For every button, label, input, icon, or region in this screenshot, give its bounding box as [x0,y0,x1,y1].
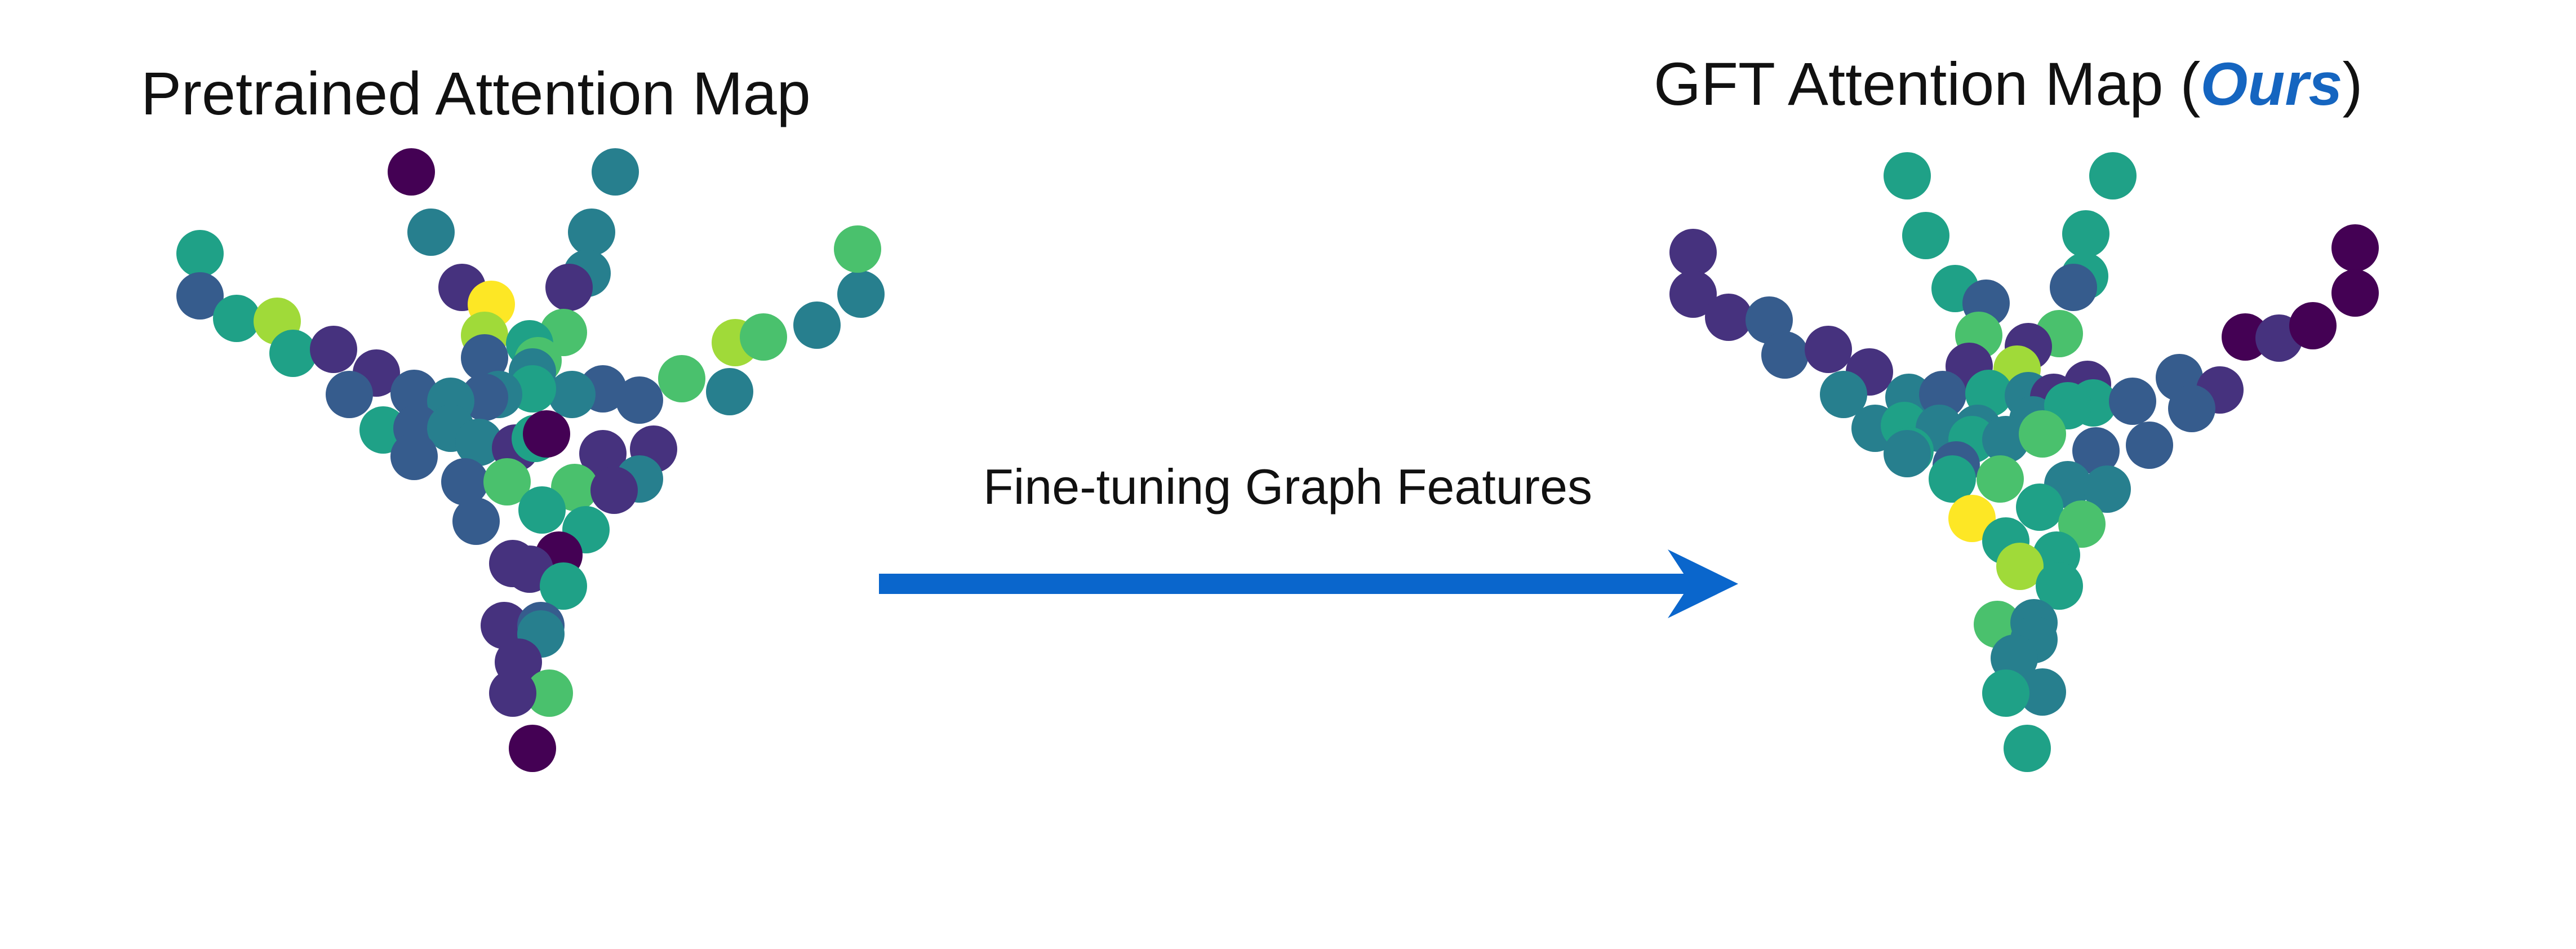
pretrained-node-53 [452,498,500,545]
gft-node-53 [1977,455,2024,503]
pretrained-node-65 [489,669,536,717]
pretrained-node-48 [390,433,438,480]
arrow-label: Fine-tuning Graph Features [983,459,1593,515]
gft-node-46 [1982,416,2029,463]
gft-node-55 [2084,465,2131,513]
pretrained-node-54 [518,486,566,534]
pretrained-node-29 [834,225,881,273]
gft-node-4 [2062,210,2109,258]
pretrained-node-60 [481,602,528,649]
pretrained-map-title: Pretrained Attention Map [141,59,811,127]
gft-node-61 [1996,543,2044,590]
pretrained-node-17 [310,326,357,373]
pretrained-node-7 [176,272,224,320]
gft-node-3 [1902,212,1949,259]
pretrained-node-45 [579,430,627,477]
gft-node-67 [2019,668,2066,716]
pretrained-node-5 [176,230,224,277]
gft-node-9 [2331,269,2379,317]
pretrained-node-44 [523,410,570,458]
gft-node-8 [1669,270,1717,318]
pretrained-node-2 [592,148,639,196]
gft-node-68 [1982,669,2029,717]
gft-node-51 [2126,422,2173,469]
pretrained-node-4 [568,209,615,256]
gft-title-prefix: GFT Attention Map ( [1654,50,2201,118]
pretrained-node-1 [388,148,435,196]
gft-node-29 [1820,371,1867,418]
gft-node-36 [2109,378,2156,425]
pretrained-node-27 [793,301,841,349]
pretrained-node-20 [461,334,508,382]
arrow-head [1668,549,1738,618]
pretrained-node-64 [526,669,573,717]
pretrained-node-21 [326,371,373,418]
gft-node-19 [2289,302,2337,349]
pretrained-node-52 [590,467,638,514]
pretrained-node-38 [359,406,407,454]
pretrained-node-59 [540,562,587,610]
pretrained-node-11 [213,295,260,342]
gft-node-62 [2036,562,2083,610]
pretrained-node-9 [545,264,593,311]
arrow-shaft [879,574,1702,594]
gft-node-52 [1929,455,1976,503]
pretrained-node-3 [407,209,455,256]
pretrained-node-31 [616,376,663,424]
pretrained-node-24 [658,355,705,402]
gft-node-21 [1805,326,1852,373]
pretrained-node-23 [390,370,438,417]
gft-attention-map [1669,152,2379,772]
pretrained-node-30 [706,368,753,415]
pretrained-node-33 [548,371,596,418]
pretrained-node-41 [455,419,503,466]
gft-node-50 [2072,427,2120,475]
gft-node-48 [1884,430,1931,477]
gft-node-20 [1761,331,1809,379]
gft-node-5 [1669,229,1717,276]
gft-node-58 [1948,495,1996,542]
gft-node-69 [2004,725,2051,772]
pretrained-node-28 [837,270,885,318]
ours-emphasis: Ours [2200,50,2343,118]
gft-node-56 [2016,484,2063,531]
pretrained-node-50 [483,458,531,505]
pretrained-attention-map [176,148,885,772]
gft-node-6 [2331,224,2379,272]
gft-node-43 [2168,385,2215,432]
pretrained-node-49 [441,458,488,505]
pretrained-node-66 [509,725,556,772]
gft-title-suffix: ) [2342,50,2363,118]
gft-node-1 [1884,152,1931,199]
gft-node-2 [2089,152,2137,199]
pretrained-node-15 [269,330,317,377]
gft-node-47 [2019,410,2066,458]
arrow [879,549,1738,618]
pretrained-node-26 [740,313,787,361]
gft-map-title: GFT Attention Map (Ours) [1654,54,2362,114]
gft-node-13 [1705,294,1752,341]
gft-node-12 [2050,264,2097,311]
gft-node-17 [2222,313,2269,361]
